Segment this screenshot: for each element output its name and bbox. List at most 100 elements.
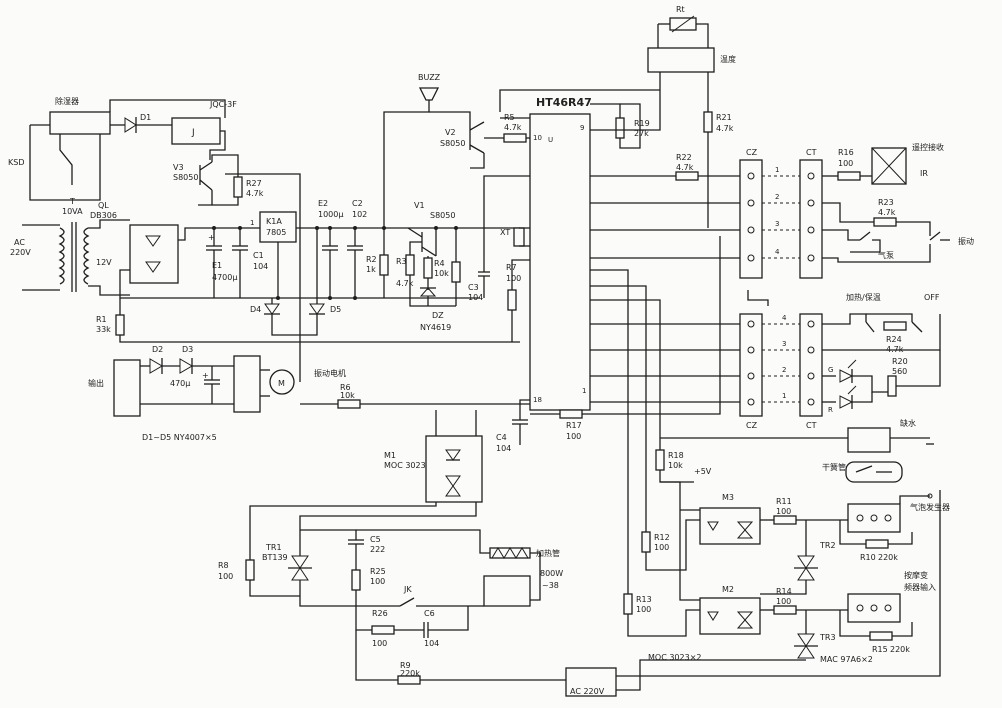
jk-label: JK <box>403 585 412 594</box>
temp-label: 温度 <box>720 54 736 64</box>
r22-resistor <box>675 171 699 181</box>
d4-diode <box>264 303 280 315</box>
m2-label: M2 <box>722 585 734 594</box>
diodes-note: D1~D5 NY4007×5 <box>142 433 217 442</box>
massage-label2: 频器输入 <box>904 582 936 592</box>
cz-bottom <box>739 313 763 417</box>
r10-value: 220k <box>878 553 898 562</box>
massage-label: 按摩变 <box>904 570 928 580</box>
r27-value: 4.7k <box>246 189 264 198</box>
ct-top-label: CT <box>806 148 817 157</box>
r20-label: R20 <box>892 357 908 366</box>
connector-top: CZ CT 1 2 3 4 R22 4.7k R16 100 遥控接收 <box>590 142 974 279</box>
output-motor: 输出 D2 D3 470μ + M 振动电机 R6 10k D1~D5 NY40… <box>88 345 530 442</box>
r11-label: R11 <box>776 497 792 506</box>
r10-label: R10 <box>860 553 876 562</box>
r8-resistor <box>245 559 255 581</box>
r8-value: 100 <box>218 572 233 581</box>
r19-resistor <box>615 117 625 139</box>
r25-value: 100 <box>370 577 385 586</box>
heat-keep-label: 加热/保温 <box>846 292 881 302</box>
ct-top <box>799 159 823 279</box>
transformer-secondary <box>83 227 90 285</box>
r27-resistor <box>233 176 243 198</box>
pin-top-3: 3 <box>775 220 779 228</box>
d1-diode <box>124 117 137 133</box>
r23-label: R23 <box>878 198 894 207</box>
tr1-triac <box>291 555 309 569</box>
d3-diode <box>179 358 193 374</box>
m1-optocoupler: M1 MOC 3023 <box>249 410 483 560</box>
pin-bot-1: 1 <box>782 392 786 400</box>
r17-resistor <box>559 409 583 419</box>
r1-value: 33k <box>96 325 111 334</box>
ct-bottom <box>799 313 823 417</box>
reed-switch <box>845 461 903 483</box>
c4-value: 104 <box>496 444 511 453</box>
xt-label: XT <box>500 228 510 237</box>
r14-label: R14 <box>776 587 792 596</box>
v1-type: S8050 <box>430 211 455 220</box>
r21-label: R21 <box>716 113 732 122</box>
c3-value: 104 <box>468 293 483 302</box>
motor-icon <box>269 369 295 395</box>
temperature-sensor: Rt 温度 R21 4.7k <box>647 5 736 228</box>
r4-value: 10k <box>434 269 449 278</box>
reed-label: 干簧管 <box>822 462 846 472</box>
heater-connector <box>483 575 531 607</box>
pin-top-2: 2 <box>775 193 779 201</box>
r22-label: R22 <box>676 153 692 162</box>
buzzer-section: BUZZ V2 S8050 R5 4.7k <box>383 73 530 228</box>
tr1-type: BT139 <box>262 553 288 562</box>
low-water-sensor: 缺水 干簧管 <box>660 418 934 483</box>
d2-diode <box>149 358 163 374</box>
motor-label: 振动电机 <box>314 368 346 378</box>
ac-volt: 220V <box>10 248 31 257</box>
rt-label: Rt <box>676 5 685 14</box>
cz-bottom-label: CZ <box>746 421 758 430</box>
moc-x2-label: MOC 3023×2 <box>648 653 701 662</box>
tr2-label: TR2 <box>819 541 836 550</box>
r9-value: 220k <box>400 669 420 678</box>
pin-bot-3: 3 <box>782 340 786 348</box>
mcu-label: HT46R47 <box>536 96 592 109</box>
r24-label: R24 <box>886 335 902 344</box>
d5-label: D5 <box>330 305 341 314</box>
motor-m: M <box>278 379 285 388</box>
r1-resistor <box>115 314 125 336</box>
r-extra <box>451 261 461 283</box>
c4-label: C4 <box>496 433 507 442</box>
ct-bottom-label: CT <box>806 421 817 430</box>
v2-type: S8050 <box>440 139 465 148</box>
r21-value: 4.7k <box>716 124 734 133</box>
heater-element <box>489 547 531 559</box>
r12-label: R12 <box>654 533 670 542</box>
cz-top <box>739 159 763 279</box>
r6-resistor <box>337 399 361 409</box>
r1-label: R1 <box>96 315 107 324</box>
r6-value: 10k <box>340 391 355 400</box>
r23-resistor <box>873 217 897 227</box>
e1-value: 4700μ <box>212 273 237 282</box>
r4-label: R4 <box>434 259 445 268</box>
d1-label: D1 <box>140 113 151 122</box>
r26-label: R26 <box>372 609 388 618</box>
transformer-primary <box>58 227 65 285</box>
r19-label: R19 <box>634 119 650 128</box>
tr3-triac <box>797 633 815 647</box>
r13-label: R13 <box>636 595 652 604</box>
r22-value: 4.7k <box>676 163 694 172</box>
r11-resistor <box>773 515 797 525</box>
r8-label: R8 <box>218 561 229 570</box>
led-green <box>839 369 854 383</box>
transformer-label: T <box>69 197 75 206</box>
c1-value: 104 <box>253 262 268 271</box>
mcu: HT46R47 10 U 9 18 1 R19 27k XT R7 100 C4… <box>496 70 721 453</box>
r16-label: R16 <box>838 148 854 157</box>
led-r-label: R <box>828 406 833 414</box>
r12-value: 100 <box>654 543 669 552</box>
buzz-label: BUZZ <box>418 73 441 82</box>
massage-connector <box>847 593 901 623</box>
connector-bottom: CZ CT 4 3 2 1 加热/保温 OFF R24 4.7k G <box>590 290 941 430</box>
d4-label: D4 <box>250 305 261 314</box>
